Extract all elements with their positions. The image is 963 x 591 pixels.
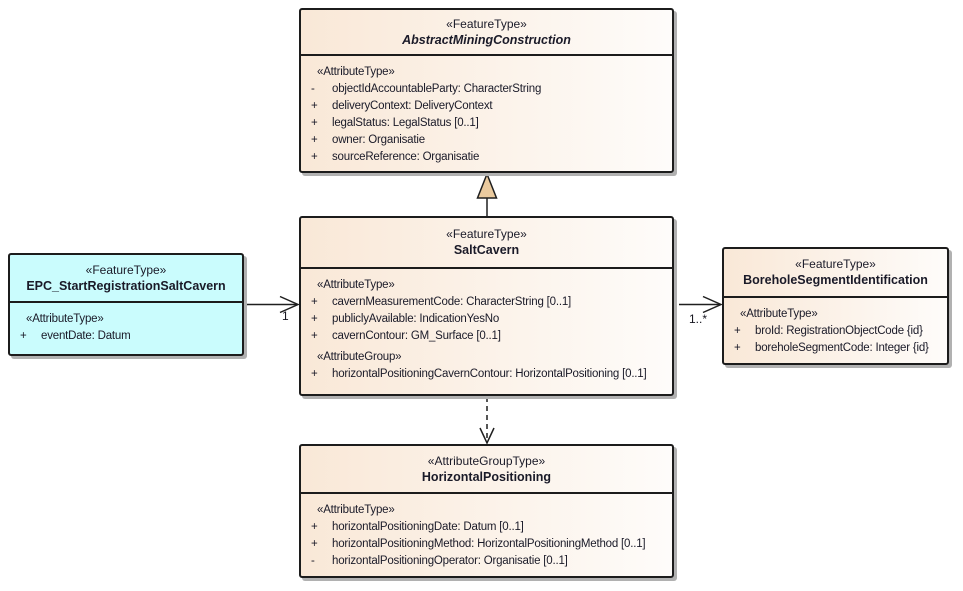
attribute-row: + publiclyAvailable: IndicationYesNo <box>309 311 668 328</box>
association-borehole-arrowhead-icon <box>702 295 723 314</box>
stereotype-label: «FeatureType» <box>795 257 876 271</box>
attribute-text: broId: RegistrationObjectCode {id} <box>755 325 923 337</box>
generalization-connector[interactable] <box>476 171 498 216</box>
class-header: «FeatureType» AbstractMiningConstruction <box>301 10 672 56</box>
visibility-marker: + <box>734 325 741 337</box>
class-name: AbstractMiningConstruction <box>402 32 571 47</box>
attribute-text: cavernContour: GM_Surface [0..1] <box>332 330 501 342</box>
attribute-text: eventDate: Datum <box>41 330 131 342</box>
visibility-marker: + <box>311 538 318 550</box>
attribute-row: + broId: RegistrationObjectCode {id} <box>732 323 943 340</box>
visibility-marker: + <box>311 117 318 129</box>
attribute-text: publiclyAvailable: IndicationYesNo <box>332 313 500 325</box>
class-header: «FeatureType» BoreholeSegmentIdentificat… <box>724 249 947 298</box>
class-attribute-compartment: «AttributeType» + eventDate: Datum <box>10 303 242 345</box>
class-salt-cavern[interactable]: «FeatureType» SaltCavern «AttributeType»… <box>299 216 674 396</box>
association-epc-arrowhead-icon <box>279 295 300 314</box>
attribute-row: + cavernContour: GM_Surface [0..1] <box>309 328 668 345</box>
attribute-text: horizontalPositioningCavernContour: Hori… <box>332 368 647 380</box>
attribute-text: boreholeSegmentCode: Integer {id} <box>755 342 929 354</box>
attribute-text: objectIdAccountableParty: CharacterStrin… <box>332 83 542 95</box>
attribute-row: + eventDate: Datum <box>18 328 238 345</box>
visibility-marker: + <box>311 330 318 342</box>
attribute-row: - horizontalPositioningOperator: Organis… <box>309 553 668 570</box>
attribute-text: horizontalPositioningDate: Datum [0..1] <box>332 521 524 533</box>
dependency-connector[interactable] <box>479 397 495 445</box>
attribute-text: deliveryContext: DeliveryContext <box>332 100 493 112</box>
attribute-row: + horizontalPositioningDate: Datum [0..1… <box>309 519 668 536</box>
visibility-marker: + <box>311 151 318 163</box>
section-heading: «AttributeType» <box>317 504 395 516</box>
visibility-marker: + <box>311 134 318 146</box>
multiplicity-label-borehole: 1..* <box>689 312 708 326</box>
attribute-text: horizontalPositioningOperator: Organisat… <box>332 555 568 567</box>
class-attribute-compartment: «AttributeType» - objectIdAccountablePar… <box>301 56 672 166</box>
association-borehole-connector[interactable] <box>679 295 723 314</box>
attribute-text: owner: Organisatie <box>332 134 425 146</box>
visibility-marker: + <box>20 330 27 342</box>
attribute-row: + boreholeSegmentCode: Integer {id} <box>732 340 943 357</box>
class-borehole-segment-identification[interactable]: «FeatureType» BoreholeSegmentIdentificat… <box>722 247 949 365</box>
visibility-marker: + <box>311 368 318 380</box>
class-name: SaltCavern <box>453 243 520 257</box>
visibility-marker: - <box>311 83 315 95</box>
generalization-arrowhead-icon <box>476 171 498 199</box>
stereotype-label: «FeatureType» <box>85 262 167 277</box>
visibility-marker: + <box>311 296 318 308</box>
attribute-text: legalStatus: LegalStatus [0..1] <box>332 117 479 129</box>
stereotype-label: «FeatureType» <box>446 227 527 241</box>
attribute-text: horizontalPositioningMethod: HorizontalP… <box>332 538 646 550</box>
attribute-row: + horizontalPositioningMethod: Horizonta… <box>309 536 668 553</box>
section-heading: «AttributeType» <box>740 308 818 320</box>
class-name: HorizontalPositioning <box>421 469 552 484</box>
attribute-row: + cavernMeasurementCode: CharacterString… <box>309 294 668 311</box>
attribute-row: + horizontalPositioningCavernContour: Ho… <box>309 366 668 383</box>
visibility-marker: + <box>311 313 318 325</box>
attribute-row: + sourceReference: Organisatie <box>309 149 668 166</box>
class-name: BoreholeSegmentIdentification <box>743 273 928 287</box>
attribute-row: + legalStatus: LegalStatus [0..1] <box>309 115 668 132</box>
class-attribute-compartment: «AttributeType» + broId: RegistrationObj… <box>724 298 947 357</box>
stereotype-label: «FeatureType» <box>446 16 527 31</box>
class-epc-start-registration-salt-cavern[interactable]: «FeatureType» EPC_StartRegistrationSaltC… <box>8 253 244 356</box>
visibility-marker: - <box>311 555 315 567</box>
class-header: «FeatureType» EPC_StartRegistrationSaltC… <box>10 255 242 303</box>
class-header: «AttributeGroupType» HorizontalPositioni… <box>301 446 672 494</box>
visibility-marker: + <box>311 100 318 112</box>
association-epc-connector[interactable] <box>246 295 300 314</box>
section-heading: «AttributeType» <box>317 66 395 78</box>
attribute-text: sourceReference: Organisatie <box>332 151 480 163</box>
class-attribute-compartment: «AttributeType» + cavernMeasurementCode:… <box>301 269 672 383</box>
dependency-arrowhead-icon <box>479 427 495 445</box>
section-heading: «AttributeType» <box>317 279 395 291</box>
class-header: «FeatureType» SaltCavern <box>301 218 672 269</box>
attribute-row: + owner: Organisatie <box>309 132 668 149</box>
section-heading: «AttributeType» <box>26 313 104 325</box>
visibility-marker: + <box>311 521 318 533</box>
visibility-marker: + <box>734 342 741 354</box>
attribute-row: - objectIdAccountableParty: CharacterStr… <box>309 81 668 98</box>
class-attribute-compartment: «AttributeType» + horizontalPositioningD… <box>301 494 672 570</box>
class-abstract-mining-construction[interactable]: «FeatureType» AbstractMiningConstruction… <box>299 8 674 173</box>
class-name: EPC_StartRegistrationSaltCavern <box>26 278 226 293</box>
attribute-text: cavernMeasurementCode: CharacterString [… <box>332 296 572 308</box>
stereotype-label: «AttributeGroupType» <box>427 453 546 468</box>
section-heading: «AttributeGroup» <box>317 351 402 363</box>
multiplicity-label-epc: 1 <box>282 309 289 323</box>
class-horizontal-positioning[interactable]: «AttributeGroupType» HorizontalPositioni… <box>299 444 674 578</box>
attribute-row: + deliveryContext: DeliveryContext <box>309 98 668 115</box>
